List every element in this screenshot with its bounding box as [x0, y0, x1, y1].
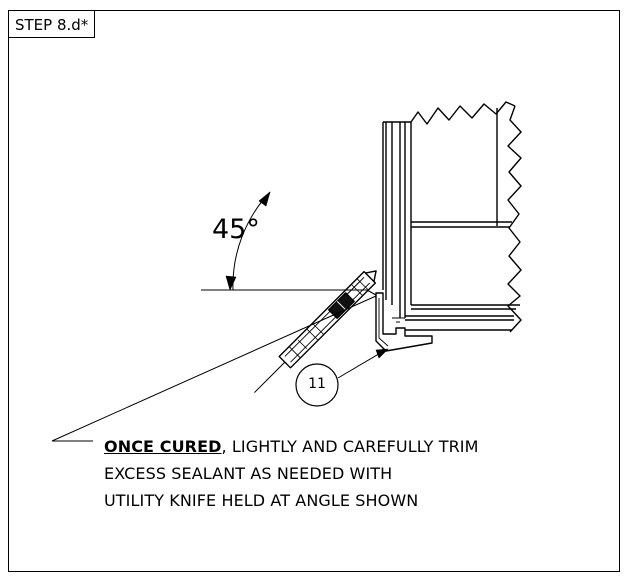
callout-balloon	[295, 363, 339, 407]
callout-arrowhead	[375, 348, 389, 359]
note-leader-diagonal	[51, 295, 377, 442]
callout-leader	[337, 351, 383, 379]
arrowhead-lower	[225, 275, 237, 291]
note-line-2: EXCESS SEALANT AS NEEDED WITH	[104, 464, 393, 483]
drawing-frame	[8, 10, 620, 572]
utility-knife	[254, 270, 377, 393]
instruction-note: ONCE CURED, LIGHTLY AND CAREFULLY TRIM E…	[104, 433, 479, 514]
note-line-3: UTILITY KNIFE HELD AT ANGLE SHOWN	[104, 491, 419, 510]
wall-section	[382, 101, 522, 333]
callout-number: 11	[308, 376, 326, 392]
angle-label: 45°	[212, 214, 260, 245]
arrowhead-upper	[258, 191, 271, 207]
note-emphasis: ONCE CURED	[104, 437, 222, 456]
note-line-1-rest: , LIGHTLY AND CAREFULLY TRIM	[221, 437, 479, 456]
step-label: STEP 8.d*	[8, 10, 96, 38]
note-line-1: ONCE CURED, LIGHTLY AND CAREFULLY TRIM	[104, 433, 479, 460]
